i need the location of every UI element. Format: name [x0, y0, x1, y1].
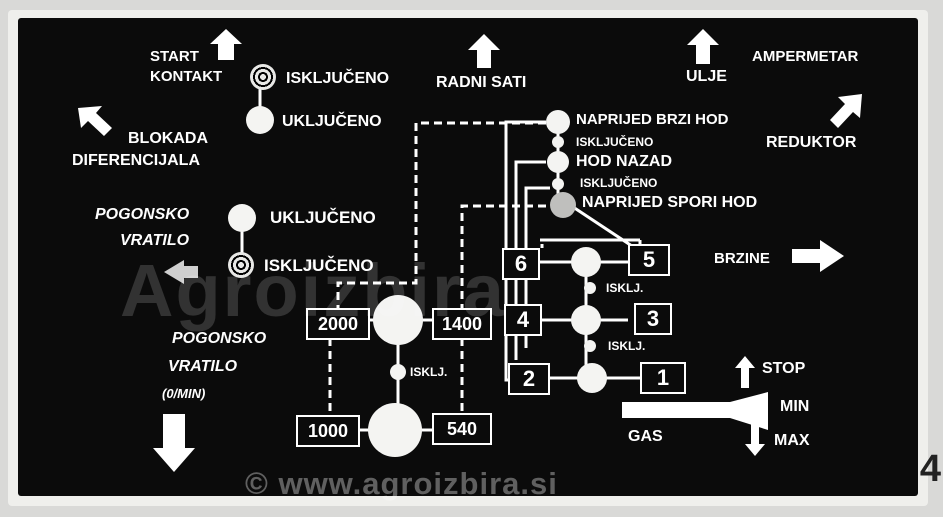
kontakt-knob-on [246, 106, 274, 134]
dash-link-brzi [336, 121, 546, 311]
range-iskl2-dot [552, 178, 564, 190]
gear-3-box: 3 [634, 303, 672, 335]
pto-isklj-knob [390, 364, 406, 380]
brzine-label: BRZINE [714, 250, 770, 267]
diferencijala-label: DIFERENCIJALA [72, 152, 201, 169]
pto-speed-lower-knob [368, 403, 422, 457]
isklj-a-label: ISKLJ. [606, 281, 644, 295]
iskljuceno-top-label: ISKLJUČENO [286, 70, 390, 87]
gear-12-knob [577, 363, 607, 393]
range-iskl1-dot [552, 136, 564, 148]
isklj-c-label: ISKLJ. [410, 365, 448, 379]
max-label: MAX [774, 432, 810, 449]
ukljuceno-top-label: UKLJUČENO [282, 113, 382, 130]
iskljuceno-range-1-label: ISKLJUČENO [576, 135, 654, 149]
knobs [228, 106, 607, 457]
ukljuceno-mid-label: UKLJUČENO [270, 208, 376, 227]
radni-sati-label: RADNI SATI [436, 74, 527, 91]
dash-link-spori [460, 204, 546, 316]
pto-speed-1400-box: 1400 [432, 308, 492, 340]
vratilo-label-2: VRATILO [168, 358, 238, 375]
gear-2-box: 2 [508, 363, 550, 395]
iskljuceno-range-2-label: ISKLJUČENO [580, 176, 658, 190]
gear-5-box: 5 [628, 244, 670, 276]
gear-34-knob [571, 305, 601, 335]
reduktor-label: REDUKTOR [766, 134, 857, 151]
start-label: START [150, 48, 199, 65]
gear-isklj-b-dot [584, 340, 596, 352]
pto-speed-540-box: 540 [432, 413, 492, 445]
brzine-arrow-icon [792, 240, 844, 272]
gas-lever-icon [622, 392, 768, 430]
ampermetar-label: AMPERMETAR [752, 48, 859, 65]
corner-mark: 4 [919, 448, 941, 490]
ulje-arrow-icon [687, 29, 719, 64]
stop-label: STOP [762, 360, 806, 377]
radni-sati-arrow-icon [468, 34, 500, 68]
pogonsko-label-1: POGONSKO [95, 206, 190, 223]
gear-1-box: 1 [640, 362, 686, 394]
pogonsko-arrow-icon [164, 260, 198, 284]
hod-nazad-label: HOD NAZAD [576, 153, 672, 170]
max-arrow-icon [745, 424, 765, 456]
stop-arrow-icon [735, 356, 755, 388]
pto-speed-2000-box: 2000 [306, 308, 370, 340]
range-nazad-knob [547, 151, 569, 173]
pto-off-selector-icon [228, 252, 254, 278]
naprijed-spori-label: NAPRIJED SPORI HOD [582, 194, 758, 211]
pto-knob-on [228, 204, 256, 232]
range-brzi-knob [546, 110, 570, 134]
kontakt-off-selector-icon [250, 64, 276, 90]
gear-4-box: 4 [504, 304, 542, 336]
down-arrow-icon [153, 414, 195, 472]
range-spori-knob [550, 192, 576, 218]
min-unit-label: (0/MIN) [162, 386, 206, 401]
kontakt-label: KONTAKT [150, 68, 223, 85]
min-label: MIN [780, 398, 810, 415]
isklj-b-label: ISKLJ. [608, 339, 646, 353]
gas-label: GAS [628, 428, 663, 445]
gear-isklj-a-dot [584, 282, 596, 294]
vratilo-label-1: VRATILO [120, 232, 190, 249]
ulje-label: ULJE [686, 68, 727, 85]
reduktor-arrow-icon [830, 94, 862, 128]
blokada-label: BLOKADA [128, 130, 208, 147]
pogonsko-label-2: POGONSKO [172, 330, 267, 347]
gear-6-box: 6 [502, 248, 540, 280]
start-arrow-icon [210, 29, 242, 60]
blokada-arrow-icon [78, 106, 112, 136]
naprijed-brzi-label: NAPRIJED BRZI HOD [576, 111, 729, 128]
dashed-links [328, 121, 546, 413]
gear-56-knob [571, 247, 601, 277]
pto-speed-1000-box: 1000 [296, 415, 360, 447]
arrows [78, 29, 862, 472]
pto-speed-upper-knob [373, 295, 423, 345]
iskljuceno-mid-label: ISKLJUČENO [264, 256, 374, 275]
